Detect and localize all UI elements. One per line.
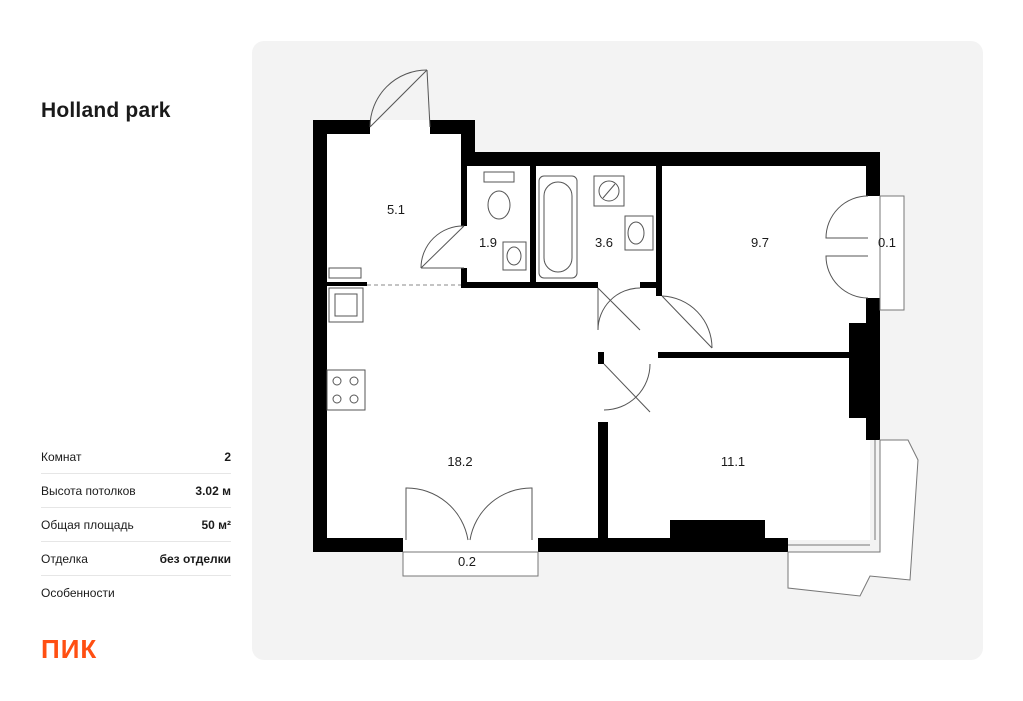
balcony-kitchen — [402, 551, 539, 577]
wall-kitchen-bedroom — [598, 422, 608, 538]
wall-wc-bath — [530, 166, 536, 282]
wall-corridor-stub — [598, 352, 604, 364]
wall-top-right — [461, 152, 880, 166]
bedroom-large-door-leaf — [603, 363, 651, 413]
wall-right-upper — [866, 152, 880, 196]
hall-shelf — [328, 267, 362, 279]
bath-door-leaf — [597, 287, 641, 331]
wall-left — [313, 120, 327, 552]
spec-row-finishing: Отделка без отделки — [41, 542, 231, 576]
wall-bath-bottom — [461, 282, 598, 288]
wall-bottom-left — [313, 538, 403, 552]
fixtures — [326, 171, 654, 411]
wall-right-pier — [849, 323, 880, 418]
wall-wc-left — [461, 166, 467, 226]
spec-value: 3.02 м — [195, 483, 231, 498]
wall-bath-bedroom — [656, 166, 662, 286]
wall-bath-bottom-right — [640, 282, 662, 288]
floor-area — [313, 120, 880, 552]
wall-stub — [656, 286, 662, 296]
water-heater — [593, 175, 625, 207]
walls — [313, 120, 880, 552]
spec-label: Высота потолков — [41, 483, 136, 498]
room-area-kitchen-living: 18.2 — [447, 454, 472, 469]
room-area-bath: 3.6 — [595, 235, 613, 250]
room-area-bedroom-large: 11.1 — [721, 454, 745, 469]
room-area-hall: 5.1 — [387, 202, 405, 217]
spec-value: без отделки — [159, 551, 231, 566]
project-title: Holland park — [41, 99, 171, 122]
room-area-balcony-small: 0.1 — [878, 235, 896, 250]
balcony-bedroom — [787, 439, 919, 597]
bath-sink — [624, 215, 654, 251]
room-area-bedroom-small: 9.7 — [751, 235, 769, 250]
entrance-door-swing — [369, 69, 428, 128]
kitchen-sink — [328, 287, 364, 323]
kitchen-balcony-door-left — [405, 487, 469, 541]
bathtub — [538, 175, 578, 279]
spec-row-features: Особенности — [41, 576, 231, 609]
balcony-small — [879, 195, 905, 311]
balconies — [402, 195, 919, 597]
room-area-wc: 1.9 — [479, 235, 497, 250]
doors — [369, 69, 869, 541]
spec-label: Особенности — [41, 585, 115, 600]
wall-bottom-right — [538, 538, 788, 552]
stove — [326, 369, 366, 411]
toilet-tank — [483, 171, 515, 183]
pik-logo: ПИК — [41, 634, 98, 664]
wc-sink — [502, 241, 527, 271]
spec-label: Комнат — [41, 449, 82, 464]
wall-bottom-pier — [670, 520, 765, 538]
balcony-door-lower — [825, 255, 869, 299]
spec-value: 50 м² — [201, 517, 231, 532]
spec-row-rooms: Комнат 2 — [41, 440, 231, 474]
spec-row-ceiling-height: Высота потолков 3.02 м — [41, 474, 231, 508]
balcony-door-upper — [825, 195, 869, 239]
wall-hall-shelf — [327, 282, 367, 286]
wall-bedrooms-divider — [658, 352, 866, 358]
specs-list: Комнат 2 Высота потолков 3.02 м Общая пл… — [41, 440, 231, 609]
spec-value: 2 — [224, 449, 231, 464]
bedroom-small-door-leaf — [661, 295, 713, 349]
wc-door-swing — [420, 225, 465, 269]
kitchen-balcony-door-right — [469, 487, 533, 541]
spec-label: Общая площадь — [41, 517, 134, 532]
wc-door-leaf — [420, 225, 465, 269]
spec-row-total-area: Общая площадь 50 м² — [41, 508, 231, 542]
wall-wc-left-lower — [461, 268, 467, 288]
wall-top-left — [313, 120, 370, 134]
room-area-balcony-kitchen: 0.2 — [458, 554, 476, 569]
spec-label: Отделка — [41, 551, 88, 566]
entrance-door-leaf — [369, 69, 428, 128]
toilet-bowl — [487, 190, 511, 220]
